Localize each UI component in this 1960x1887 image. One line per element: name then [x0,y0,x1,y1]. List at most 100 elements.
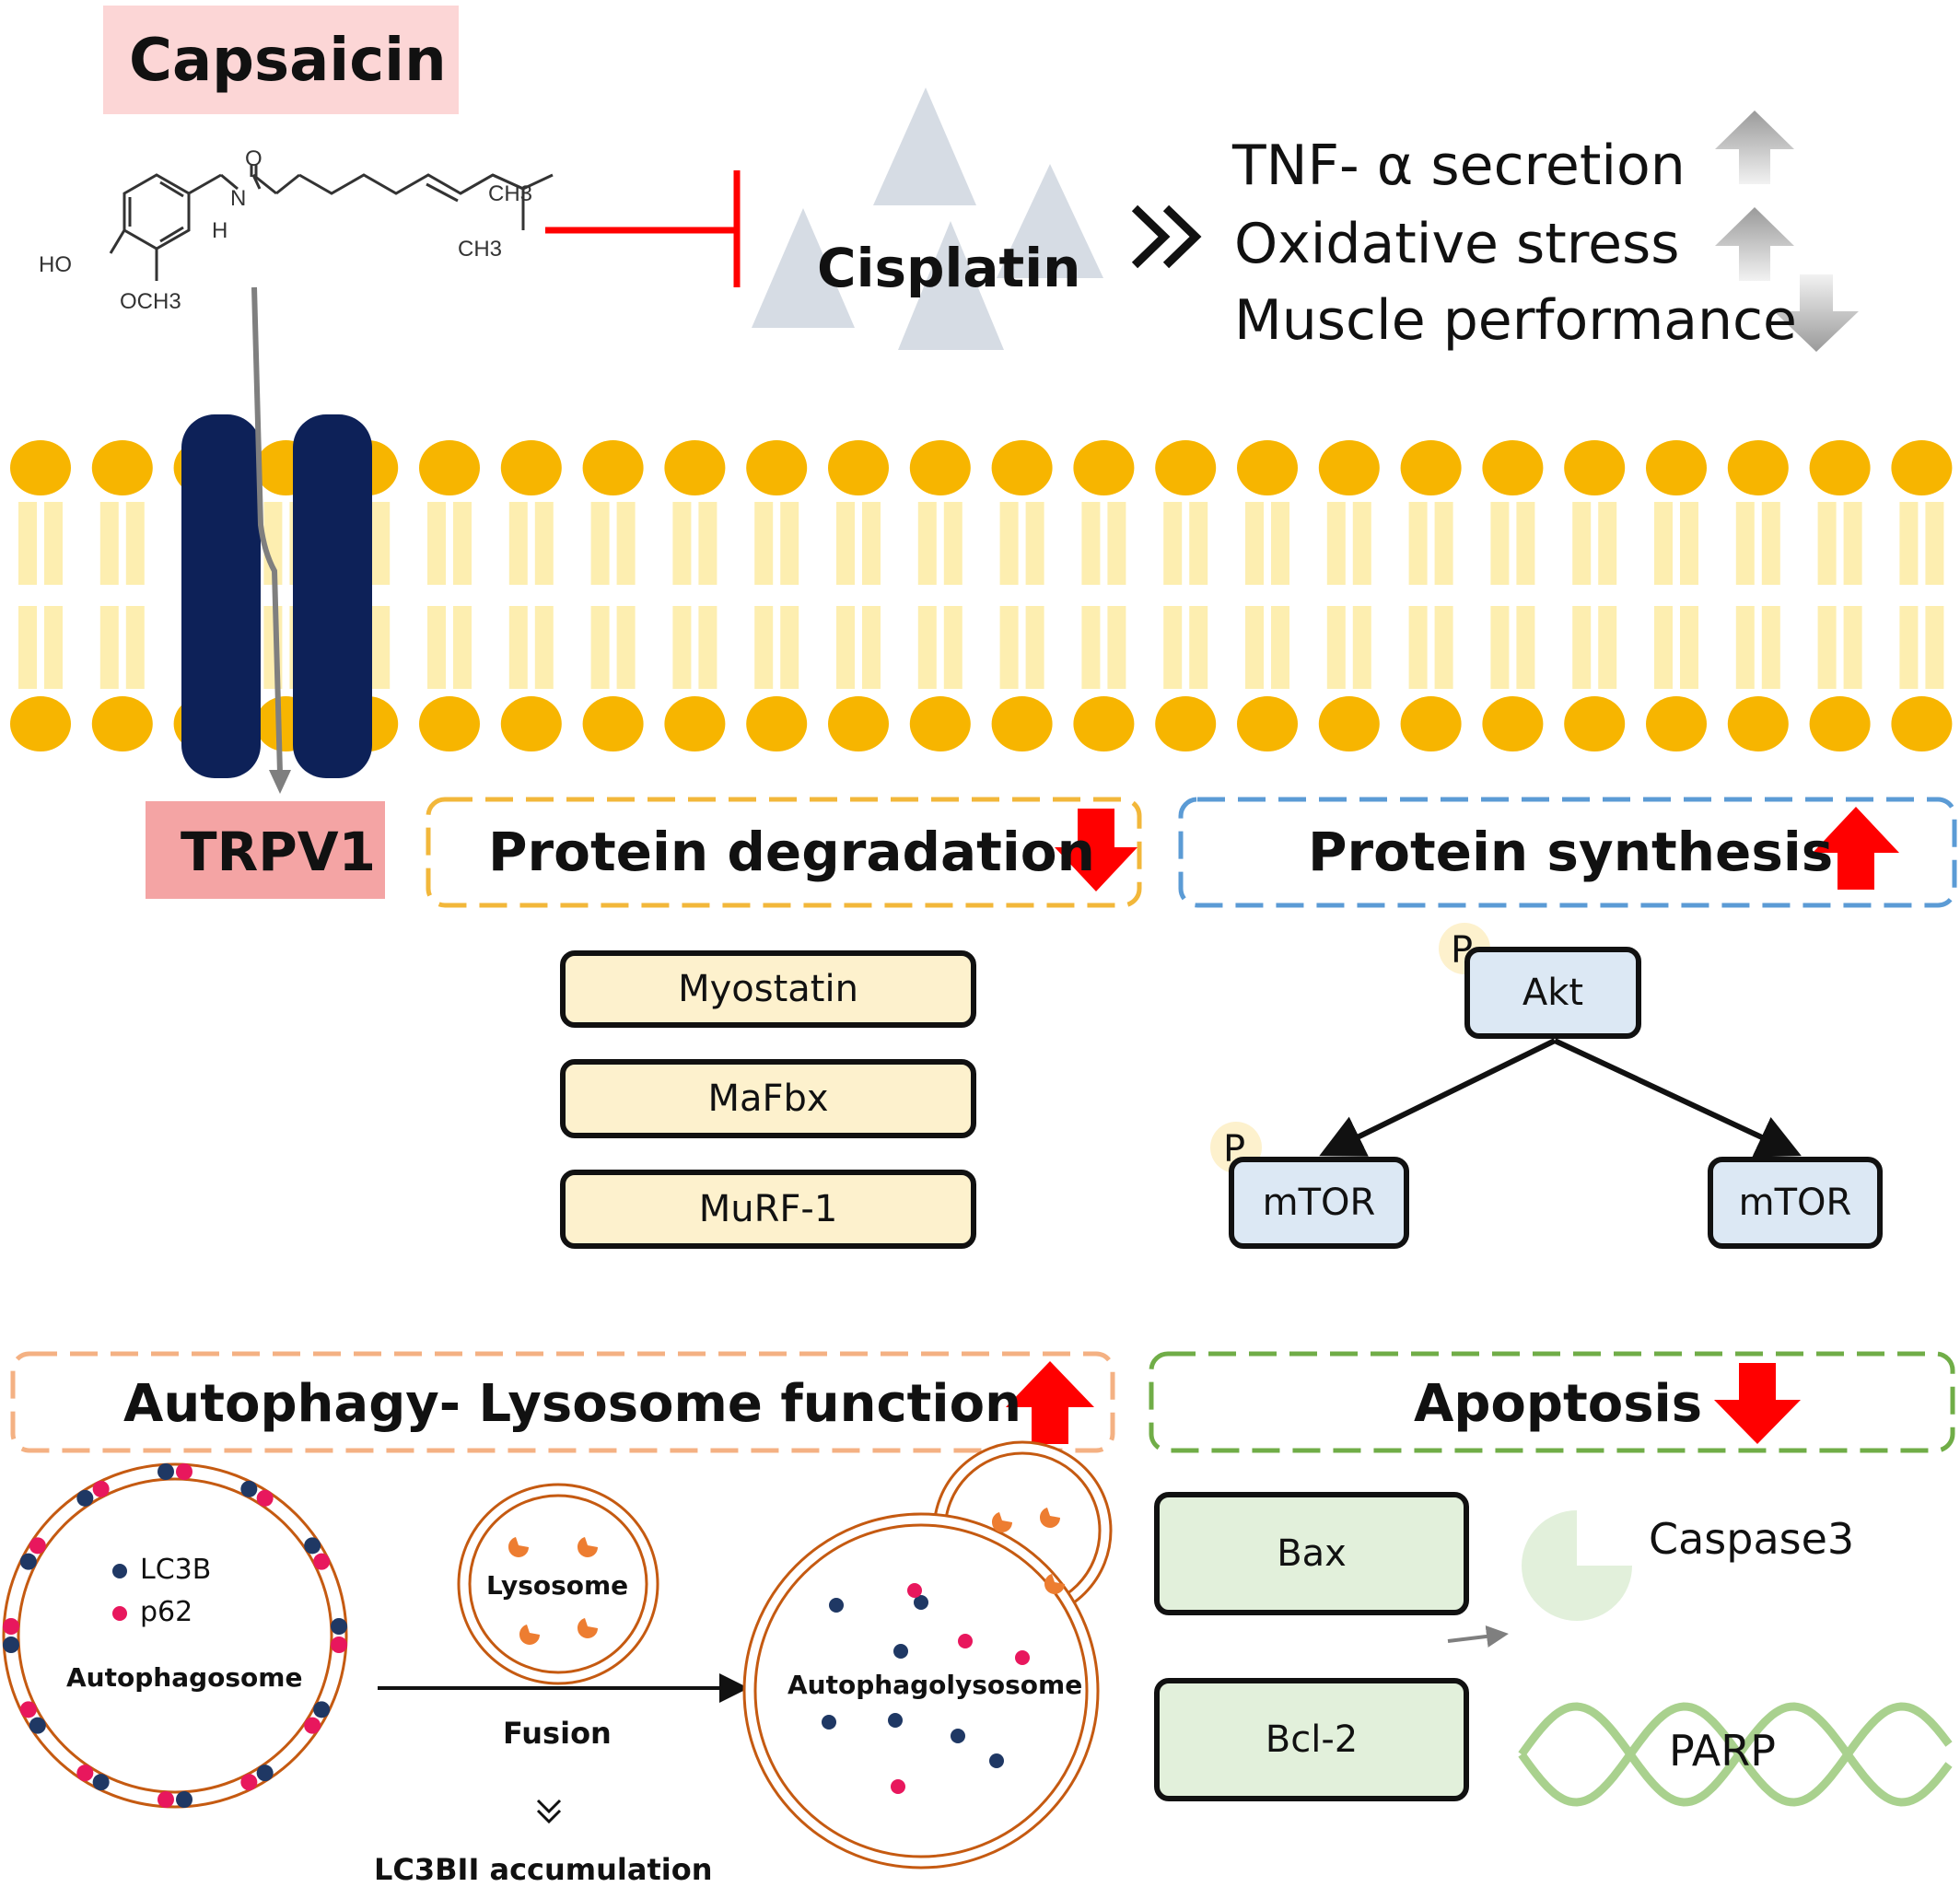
lipid-head-top [1400,440,1462,495]
akt-to-mtor-arrow [1553,1038,1802,1158]
lipid-head-top [909,440,971,495]
lipid-tail [1598,606,1617,689]
lc3bii-accumulation-label: LC3BII accumulation [374,1852,713,1887]
bax-box: Bax [1154,1492,1469,1615]
capsaicin-entry-arrowhead [269,770,291,794]
capsaicin-structure [109,164,554,281]
parp-dna-icon [1518,1702,1953,1807]
lipid-tail [672,606,692,689]
lc3b-dot [92,1774,110,1791]
atom-ho: HO [39,252,72,277]
lipid-tail [754,502,774,585]
lipid-tail [1490,502,1510,585]
lc3b-dot [331,1618,347,1635]
lysosomal-enzyme [519,1625,540,1645]
lipid-head-bottom [1400,696,1462,751]
p62-dot [304,1717,321,1734]
caspase3-icon [1522,1510,1632,1621]
p62-dot [891,1779,905,1794]
lipid-tail [1817,606,1837,689]
lipid-tail [1081,606,1101,689]
mtor-phospho-box: mTOR [1229,1157,1409,1249]
lipid-tail [1817,502,1837,585]
apoptosis-gray-arrow [1447,1625,1509,1648]
lipid-head-bottom [1646,696,1707,751]
lc3b-dot [76,1489,94,1507]
lipid-tail [508,502,528,585]
trpv1-channel-left [181,414,261,778]
lipid-head-top [1809,440,1871,495]
lipid-tail [1899,606,1919,689]
dna-strand [1518,1702,1953,1807]
arrow-down-icon-muscle [1774,274,1859,352]
lipid-tail [1352,606,1371,689]
myostatin-box: Myostatin [560,950,976,1028]
phospho-label-akt: P [1451,929,1474,972]
lipid-head-bottom [828,696,889,751]
lipid-head-top [1646,440,1707,495]
p62-dot [158,1791,174,1808]
lipid-tail [427,502,446,585]
lipid-head-top [91,440,153,495]
autophagy-frame [10,1351,1115,1453]
legend-lc3b-label: LC3B [140,1554,212,1586]
lipid-tail [1025,502,1044,585]
lysosomal-enzyme [1044,1574,1065,1594]
lysosomal-enzyme [508,1537,529,1557]
lipid-tail [1408,502,1428,585]
mtor-box: mTOR [1708,1157,1883,1249]
lipid-head-bottom [91,696,153,751]
lipid-tail [1654,606,1673,689]
autophagolysosome-label: Autophagolysosome [788,1670,1083,1700]
lc3b-dot [888,1713,903,1728]
protein-synthesis-frame [1178,797,1957,908]
lc3b-dot [914,1595,928,1610]
arrow-up-icon-tnf [1715,111,1794,184]
lipid-head-bottom [582,696,644,751]
lipid-head-bottom [1809,696,1871,751]
apoptosis-title: Apoptosis [1414,1374,1703,1434]
lipid-tail [1352,502,1371,585]
lipid-tail [836,606,855,689]
caspase3-label: Caspase3 [1649,1514,1855,1564]
lc3b-dot [829,1598,844,1613]
capsaicin-label: Capsaicin [129,27,447,95]
lipid-tail [1843,502,1862,585]
lipid-head-bottom [1237,696,1298,751]
lc3b-dot [176,1791,192,1808]
p62-dot [19,1701,37,1718]
lipid-tail [1434,606,1453,689]
lysosome-enzymes [508,1537,598,1645]
lipid-head-bottom [664,696,726,751]
lipid-tail [1189,606,1208,689]
lipid-tail [18,606,37,689]
lipid-head-bottom [1727,696,1789,751]
lipid-head-bottom [1155,696,1217,751]
lc3b-dot [822,1715,836,1730]
lipid-tail [1925,606,1944,689]
lipid-tail [917,606,937,689]
lipid-tail [453,502,472,585]
protein-synthesis-title: Protein synthesis [1308,821,1834,883]
atom-n: N [230,186,246,211]
atom-ch3-top: CH3 [488,181,532,206]
lipid-tail [1598,502,1617,585]
lipid-tail [427,606,446,689]
lipid-tail [698,502,718,585]
double-chevron-icon [1131,204,1202,269]
lipid-tail [1326,502,1346,585]
lipid-tail [1761,502,1780,585]
lipid-tail [590,502,610,585]
atom-och3: OCH3 [120,289,181,314]
arrow-up-icon-synthesis [1813,807,1899,890]
lipid-tail [862,606,881,689]
p62-dot [1015,1650,1030,1665]
capsaicin-entry-arrow [251,286,283,775]
p62-dot [92,1480,110,1497]
autophagosome-inner [17,1477,333,1794]
lipid-tail [18,502,37,585]
lipid-tail [1271,502,1289,585]
lipid-head-bottom [1318,696,1380,751]
lipid-head-top [746,440,808,495]
lipid-head-top [1318,440,1380,495]
